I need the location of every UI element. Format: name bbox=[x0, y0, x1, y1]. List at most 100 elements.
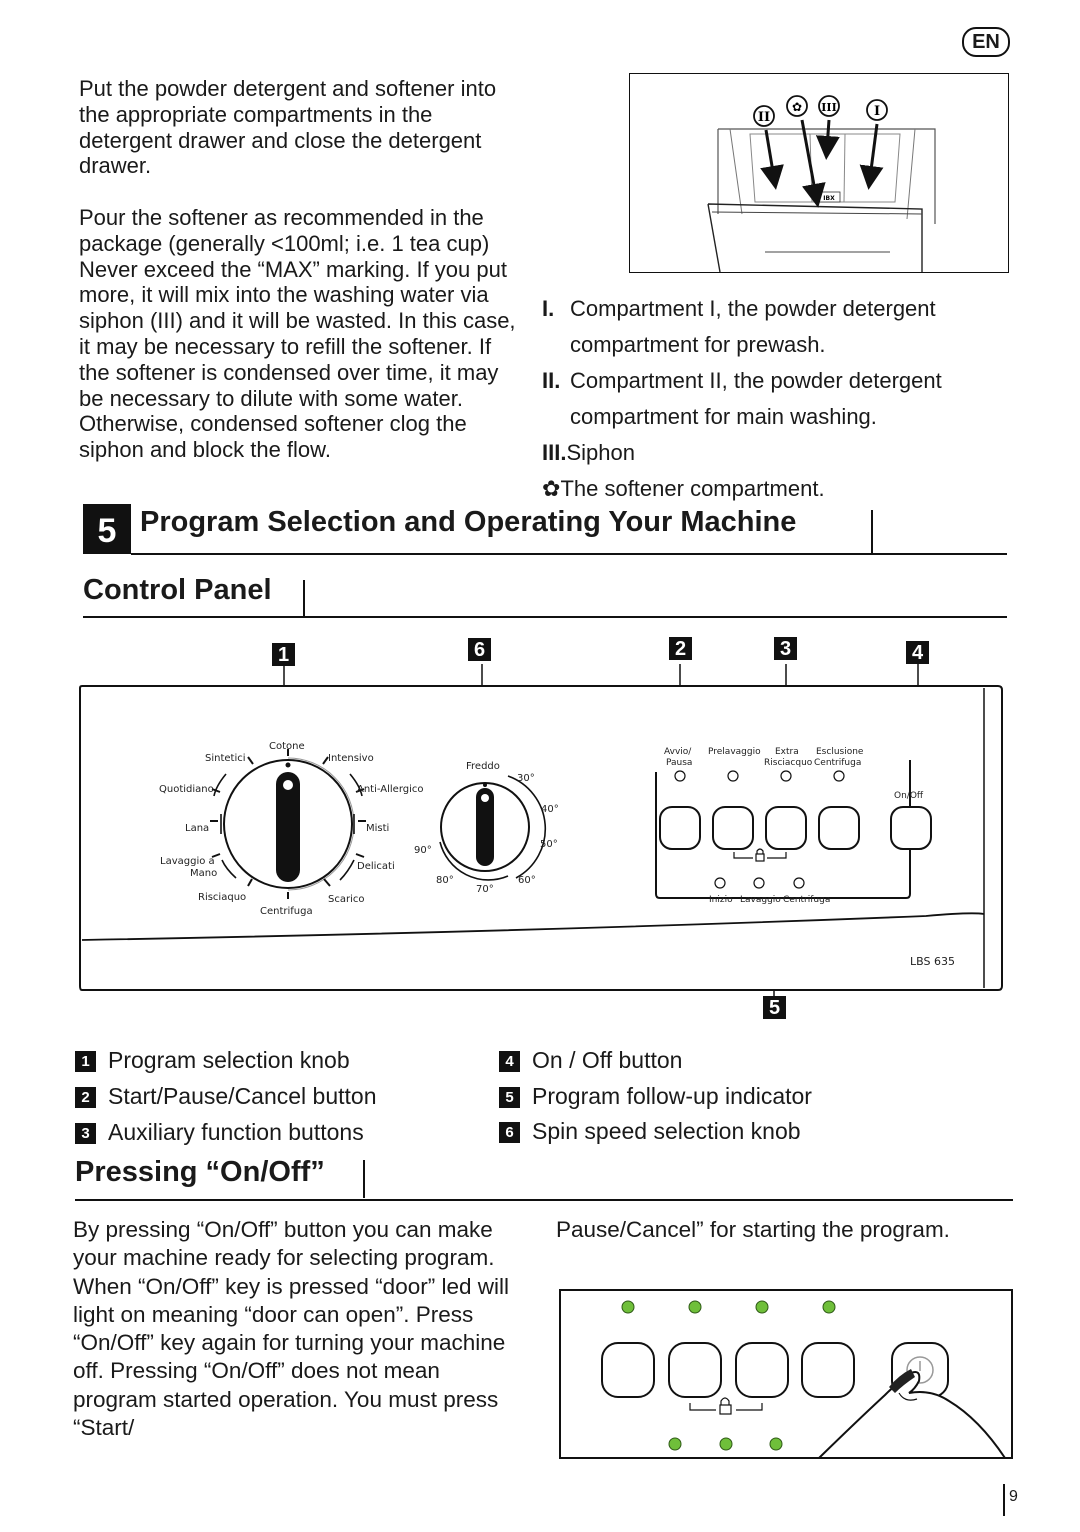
pressing-text-right: Pause/Cancel” for starting the program. bbox=[556, 1217, 950, 1242]
arrow-siphon bbox=[815, 119, 840, 160]
led-start-pause bbox=[674, 770, 686, 782]
arrow-compartment-I bbox=[859, 123, 884, 190]
pressing-finger-illustration bbox=[816, 1369, 1007, 1459]
page-number: 9 bbox=[1009, 1488, 1018, 1505]
compartment-symbol-II: II bbox=[753, 105, 775, 127]
indicator-led-lavaggio bbox=[753, 877, 765, 889]
label-lavaggio-a: Lavaggio a bbox=[160, 856, 215, 867]
label-extra: Extra bbox=[775, 747, 799, 757]
heading-divider bbox=[363, 1160, 365, 1198]
label-mano: Mano bbox=[190, 868, 217, 879]
no-spin-button[interactable] bbox=[818, 806, 860, 850]
program-selection-knob[interactable] bbox=[223, 757, 355, 891]
led-green bbox=[688, 1300, 702, 1314]
list-item: ✿The softener compartment. bbox=[542, 476, 825, 501]
label-sintetici: Sintetici bbox=[205, 753, 246, 764]
callout-4: 4 bbox=[906, 641, 929, 664]
led-extra-rinse bbox=[780, 770, 792, 782]
power-icon bbox=[906, 1356, 934, 1384]
softener-flower-icon: ✿ bbox=[542, 476, 561, 501]
callout-3: 3 bbox=[774, 637, 797, 660]
svg-text:II: II bbox=[758, 110, 770, 125]
panel-button[interactable] bbox=[735, 1342, 789, 1398]
led-green bbox=[755, 1300, 769, 1314]
pressing-on-off-title: Pressing “On/Off” bbox=[75, 1156, 325, 1188]
led-green bbox=[668, 1437, 682, 1451]
led-no-spin bbox=[833, 770, 845, 782]
led-green bbox=[719, 1437, 733, 1451]
heading-divider bbox=[871, 510, 873, 554]
label-esclusione: Esclusione bbox=[816, 747, 864, 757]
led-green bbox=[769, 1437, 783, 1451]
label-40: 40° bbox=[541, 804, 559, 815]
label-misti: Misti bbox=[366, 823, 389, 834]
start-pause-cancel-button[interactable] bbox=[659, 806, 701, 850]
callout-2: 2 bbox=[669, 637, 692, 660]
label-risciacquo: Risciacquo bbox=[764, 758, 813, 768]
intro-paragraph-2: Pour the softener as recommended in the … bbox=[79, 205, 516, 463]
label-scarico: Scarico bbox=[328, 894, 364, 905]
label-30: 30° bbox=[517, 773, 535, 784]
label-risciaquo: Risciaquo bbox=[198, 892, 246, 903]
label-on-off: On/Off bbox=[894, 791, 924, 801]
label-80: 80° bbox=[436, 875, 454, 886]
panel-button[interactable] bbox=[601, 1342, 655, 1398]
label-inizio: Inizio bbox=[709, 895, 733, 905]
arrow-compartment-II bbox=[760, 129, 784, 190]
label-pausa: Pausa bbox=[666, 758, 692, 768]
detergent-drawer-figure: IBX II ✿ III I bbox=[629, 73, 1009, 273]
led-green bbox=[822, 1300, 836, 1314]
panel-button[interactable] bbox=[801, 1342, 855, 1398]
label-50: 50° bbox=[540, 839, 558, 850]
label-delicati: Delicati bbox=[357, 861, 395, 872]
svg-text:III: III bbox=[821, 101, 836, 114]
door-lock-icon bbox=[689, 1397, 763, 1415]
label-60: 60° bbox=[518, 875, 536, 886]
on-off-button[interactable] bbox=[890, 806, 932, 850]
label-centrifuga-ind: Centrifuga bbox=[783, 895, 830, 905]
label-prelavaggio: Prelavaggio bbox=[708, 747, 761, 757]
label-90: 90° bbox=[414, 845, 432, 856]
label-freddo: Freddo bbox=[466, 761, 500, 772]
list-item-continuation: compartment for main washing. bbox=[570, 404, 877, 429]
label-cotone: Cotone bbox=[269, 741, 305, 752]
indicator-led-inizio bbox=[714, 877, 726, 889]
extra-rinse-button[interactable] bbox=[765, 806, 807, 850]
label-centrifuga-excl: Centrifuga bbox=[814, 758, 861, 768]
pressing-illustration bbox=[559, 1289, 1013, 1459]
callout-6: 6 bbox=[468, 638, 491, 661]
svg-text:✿: ✿ bbox=[792, 100, 802, 114]
spin-speed-selection-knob[interactable] bbox=[440, 782, 530, 872]
list-item: I.Compartment I, the powder detergent bbox=[542, 296, 936, 321]
page-number-divider bbox=[1003, 1484, 1005, 1516]
heading-rule bbox=[75, 1199, 1013, 1201]
prewash-button[interactable] bbox=[712, 806, 754, 850]
intro-paragraph-1: Put the powder detergent and softener in… bbox=[79, 76, 497, 179]
label-70: 70° bbox=[476, 884, 494, 895]
list-item-continuation: compartment for prewash. bbox=[570, 332, 826, 357]
led-green bbox=[621, 1300, 635, 1314]
label-lana: Lana bbox=[185, 823, 209, 834]
label-quotidiano: Quotidiano bbox=[159, 784, 214, 795]
label-lavaggio: Lavaggio bbox=[740, 895, 781, 905]
control-panel-diagram: Cotone Intensivo Sintetici Quotidiano An… bbox=[79, 664, 1003, 996]
softener-flower-icon: ✿ bbox=[786, 95, 808, 117]
list-item: II.Compartment II, the powder detergent bbox=[542, 368, 942, 393]
indicator-led-centrifuga bbox=[793, 877, 805, 889]
model-label: LBS 635 bbox=[910, 955, 955, 968]
list-item: III.Siphon bbox=[542, 440, 635, 465]
label-centrifuga: Centrifuga bbox=[260, 906, 313, 917]
drawer-brand-mark: IBX bbox=[823, 195, 835, 202]
heading-rule bbox=[131, 553, 1007, 555]
label-avvio: Avvio/ bbox=[664, 747, 692, 757]
panel-button[interactable] bbox=[668, 1342, 722, 1398]
language-badge: EN bbox=[962, 27, 1010, 57]
section-number: 5 bbox=[83, 504, 131, 554]
